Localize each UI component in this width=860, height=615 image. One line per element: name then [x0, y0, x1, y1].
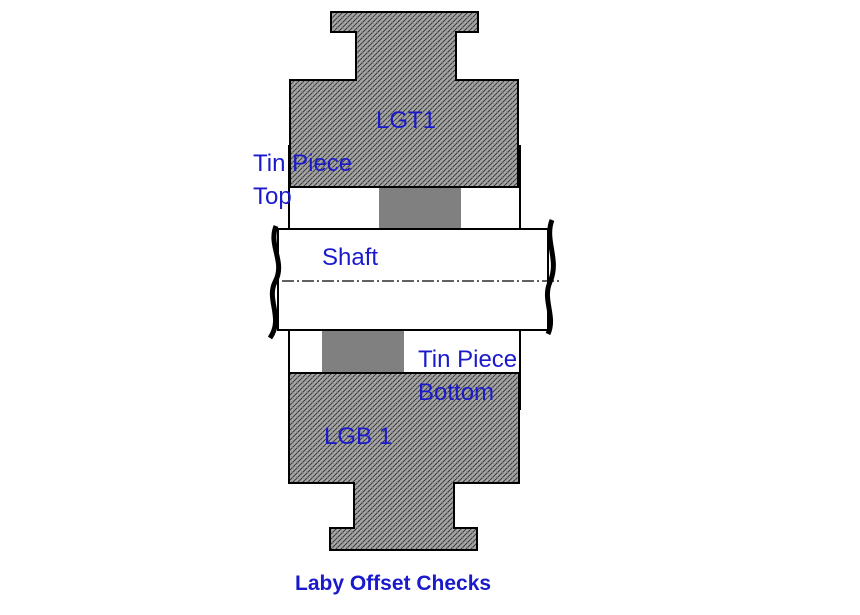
shaft-label: Shaft [322, 244, 378, 271]
bottom-labyrinth-block [288, 372, 520, 551]
diagram-caption: Laby Offset Checks [295, 572, 491, 595]
tin-piece-bottom-label-line1: Tin Piece [418, 346, 517, 373]
tin-piece-bottom-label-line2: Bottom [418, 379, 494, 406]
shaft-body [277, 228, 549, 331]
tin-piece-top [379, 188, 461, 229]
top-labyrinth-block [289, 11, 519, 188]
tin-piece-top-label-line2: Top [253, 183, 292, 210]
tin-piece-top-label-line1: Tin Piece [253, 150, 352, 177]
bottom-block-label: LGB 1 [324, 423, 392, 450]
shaft-break-left [267, 225, 282, 340]
shaft-break-right [544, 219, 556, 336]
tin-piece-bottom [322, 331, 404, 373]
top-block-label: LGT1 [376, 107, 436, 134]
